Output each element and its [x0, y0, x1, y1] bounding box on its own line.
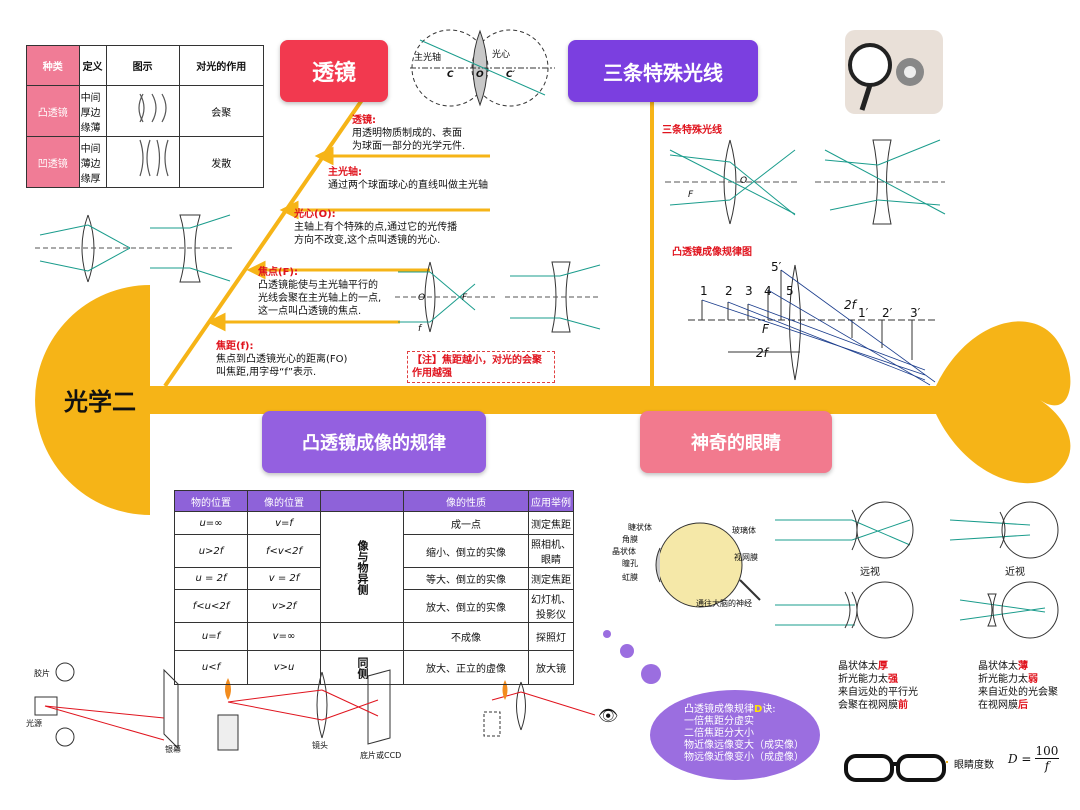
near-sighted-description: 晶状体太薄 折光能力太弱 来自近处的光会聚 在视网膜后 — [978, 660, 1058, 712]
imaging-caption: 凸透镜成像规律图 — [672, 246, 752, 259]
eye-label-nerve: 通往大脑的神经 — [696, 598, 752, 609]
header-lens: 透镜 — [280, 40, 388, 102]
header-eye: 神奇的眼睛 — [640, 411, 832, 473]
img-label-2f: 2f — [844, 298, 856, 312]
header-imaging-rules: 凸透镜成像的规律 — [262, 411, 486, 473]
col-effect: 对光的作用 — [179, 46, 263, 86]
table-row: u=f v=∞ 不成像 探照灯 — [175, 623, 574, 651]
label-c-prime: C′ — [506, 70, 515, 80]
glasses-icon — [846, 756, 944, 780]
mnemonic-bubble: 凸透镜成像规律D诀: 一倍焦距分虚实 二倍焦距分大小 物近像远像变大（成实像） … — [650, 690, 820, 780]
eye-label-cornea: 角膜 — [622, 534, 638, 545]
table-row: u<f v>u 同侧 放大、正立的虚像 放大镜 — [175, 651, 574, 685]
table-row: u=∞ v=f 像与物异侧 成一点 测定焦距 — [175, 512, 574, 535]
img-label-2p: 2′ — [882, 306, 892, 320]
eye-label-vitreous: 玻璃体 — [732, 525, 756, 536]
focal-length-label: f — [418, 324, 421, 334]
img-label-f: F — [762, 322, 769, 336]
focal-note: 【注】焦距越小，对光的会聚作用越强 — [407, 351, 555, 383]
table-row: 凸透镜 中间厚边缘薄 会聚 — [27, 86, 264, 137]
definition-focal-length: 焦距(f): 焦点到凸透镜光心的距离(FO) 叫焦距,用字母“f”表示. — [216, 340, 347, 379]
img-label-1: 1 — [700, 284, 708, 298]
img-label-5p: 5′ — [771, 260, 781, 274]
label-main-axis: 主光轴 — [414, 50, 441, 63]
eye-label-lens: 晶状体 — [612, 546, 636, 557]
col-definition: 定义 — [79, 46, 106, 86]
col-type: 种类 — [27, 46, 80, 86]
img-label-2: 2 — [725, 284, 733, 298]
img-label-3: 3 — [745, 284, 753, 298]
label-film-ccd: 底片或CCD — [360, 750, 401, 761]
img-label-1p: 1′ — [858, 306, 868, 320]
focal-label-o: O — [418, 293, 425, 303]
magnifier-icon — [850, 45, 890, 85]
rays-label-f: F — [688, 190, 693, 200]
label-light-source: 光源 — [26, 718, 42, 729]
img-label-3p: 3′ — [910, 306, 920, 320]
label-o: O — [476, 70, 484, 80]
diopter-label: 眼睛度数 — [954, 756, 994, 771]
label-slide: 胶片 — [34, 668, 50, 679]
label-screen: 银幕 — [165, 744, 181, 755]
table-row: 凹透镜 中间薄边缘厚 发散 — [27, 137, 264, 188]
fish-tail — [930, 321, 1070, 483]
definition-lens: 透镜: 用透明物质制成的、表面 为球面一部分的光学元件. — [352, 114, 465, 153]
eye-label-iris: 虹膜 — [622, 572, 638, 583]
rays-caption: 三条特殊光线 — [662, 124, 722, 137]
lens-type-table: 种类 定义 图示 对光的作用 凸透镜 中间厚边缘薄 会聚 凹透镜 中间薄边缘厚 … — [26, 45, 264, 188]
label-camera-lens: 镜头 — [312, 740, 328, 751]
imaging-rules-table: 物的位置 像的位置 像的性质 应用举例 u=∞ v=f 像与物异侧 成一点 测定… — [174, 490, 574, 685]
definition-main-axis: 主光轴: 通过两个球面球心的直线叫做主光轴 — [328, 166, 488, 192]
header-three-rays: 三条特殊光线 — [568, 40, 758, 102]
col-figure: 图示 — [106, 46, 179, 86]
far-sighted-title: 远视 — [860, 563, 880, 578]
label-optical-center: 光心 — [492, 47, 510, 60]
center-title: 光学二 — [64, 382, 136, 417]
eye-label-ciliary: 睫状体 — [628, 522, 652, 533]
rays-label-o: O — [740, 176, 747, 186]
img-label-5: 5 — [786, 284, 794, 298]
eye-icon: 👁 — [598, 706, 618, 725]
focal-label-f: F — [462, 293, 467, 303]
spine-bar — [150, 386, 940, 414]
definition-optical-center: 光心(O): 主轴上有个特殊的点,通过它的光传播 方向不改变,这个点叫透镜的光心… — [294, 208, 457, 247]
eye-label-pupil: 瞳孔 — [622, 558, 638, 569]
diopter-formula: D = 100 f — [1008, 744, 1059, 773]
near-sighted-title: 近视 — [1005, 563, 1025, 578]
img-label-2f-bottom: 2f — [756, 346, 768, 360]
far-sighted-description: 晶状体太厚 折光能力太强 来自远处的平行光 会聚在视网膜前 — [838, 660, 918, 712]
eye-label-retina: 视网膜 — [734, 552, 758, 563]
label-c: C — [447, 70, 454, 80]
img-label-4: 4 — [764, 284, 772, 298]
definition-focus: 焦点(F): 凸透镜能使与主光轴平行的 光线会聚在主光轴上的一点, 这一点叫凸透… — [258, 266, 381, 318]
